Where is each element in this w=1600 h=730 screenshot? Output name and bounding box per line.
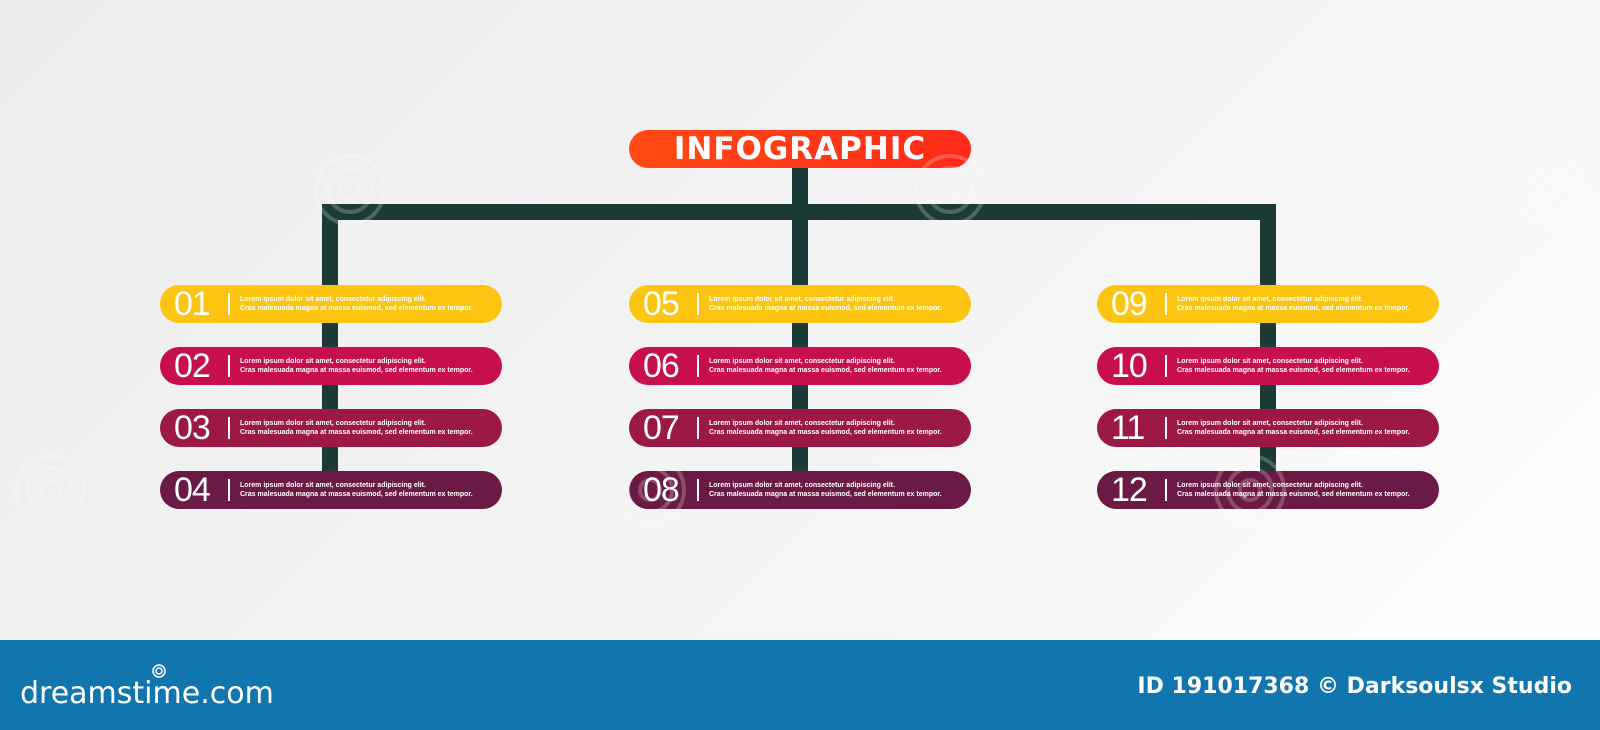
step-item-04: 04 Lorem ipsum dolor sit amet, consectet…	[160, 471, 502, 509]
watermark-swirl-icon	[1214, 454, 1286, 526]
step-divider	[228, 355, 230, 377]
step-text: Lorem ipsum dolor sit amet, consectetur …	[709, 296, 942, 312]
step-number: 09	[1111, 285, 1148, 323]
step-text: Lorem ipsum dolor sit amet, consectetur …	[1177, 482, 1410, 498]
step-text: Lorem ipsum dolor sit amet, consectetur …	[1177, 296, 1410, 312]
footer-credit: ID 191017368 © Darksoulsx Studio	[1137, 674, 1572, 699]
step-number: 05	[643, 285, 680, 323]
step-number: 08	[643, 471, 680, 509]
step-divider	[1165, 355, 1167, 377]
step-text: Lorem ipsum dolor sit amet, consectetur …	[709, 420, 942, 436]
step-item-08: 08 Lorem ipsum dolor sit amet, consectet…	[629, 471, 971, 509]
infographic-canvas: INFOGRAPHIC 01 Lorem ipsum dolor sit ame…	[14, 130, 1586, 526]
step-text: Lorem ipsum dolor sit amet, consectetur …	[1177, 358, 1410, 374]
step-number: 06	[643, 347, 680, 385]
footer-bar	[0, 640, 1600, 730]
step-item-11: 11 Lorem ipsum dolor sit amet, consectet…	[1097, 409, 1439, 447]
infographic-title: INFOGRAPHIC	[629, 130, 971, 168]
step-text: Lorem ipsum dolor sit amet, consectetur …	[709, 482, 942, 498]
step-item-05: 05 Lorem ipsum dolor sit amet, consectet…	[629, 285, 971, 323]
step-item-07: 07 Lorem ipsum dolor sit amet, consectet…	[629, 409, 971, 447]
step-number: 03	[174, 409, 211, 447]
connector-lines	[322, 166, 1276, 472]
step-text: Lorem ipsum dolor sit amet, consectetur …	[240, 420, 473, 436]
step-divider	[228, 293, 230, 315]
step-number: 11	[1111, 409, 1145, 447]
step-item-02: 02 Lorem ipsum dolor sit amet, consectet…	[160, 347, 502, 385]
step-number: 02	[174, 347, 211, 385]
step-text: Lorem ipsum dolor sit amet, consectetur …	[1177, 420, 1410, 436]
watermark-swirl-icon	[914, 154, 986, 226]
step-number: 10	[1111, 347, 1148, 385]
step-item-03: 03 Lorem ipsum dolor sit amet, consectet…	[160, 409, 502, 447]
step-item-12: 12 Lorem ipsum dolor sit amet, consectet…	[1097, 471, 1439, 509]
step-text: Lorem ipsum dolor sit amet, consectetur …	[240, 482, 473, 498]
step-divider	[1165, 417, 1167, 439]
step-text: Lorem ipsum dolor sit amet, consectetur …	[240, 358, 473, 374]
step-item-09: 09 Lorem ipsum dolor sit amet, consectet…	[1097, 285, 1439, 323]
watermark-swirl-icon	[1514, 154, 1586, 226]
watermark-swirl-icon	[614, 454, 686, 526]
step-number: 01	[174, 285, 211, 323]
watermark-swirl-icon	[14, 454, 86, 526]
step-divider	[697, 355, 699, 377]
watermark-swirl-icon	[314, 154, 386, 226]
step-divider	[697, 479, 699, 501]
step-divider	[1165, 479, 1167, 501]
footer-logo[interactable]: dreamstime.com	[20, 676, 274, 711]
step-item-06: 06 Lorem ipsum dolor sit amet, consectet…	[629, 347, 971, 385]
logo-swirl-icon	[152, 664, 166, 678]
step-divider	[228, 479, 230, 501]
step-number: 04	[174, 471, 211, 509]
step-number: 12	[1111, 471, 1148, 509]
step-divider	[228, 417, 230, 439]
step-item-01: 01 Lorem ipsum dolor sit amet, consectet…	[160, 285, 502, 323]
step-divider	[1165, 293, 1167, 315]
step-text: Lorem ipsum dolor sit amet, consectetur …	[240, 296, 473, 312]
step-text: Lorem ipsum dolor sit amet, consectetur …	[709, 358, 942, 374]
step-divider	[697, 293, 699, 315]
step-divider	[697, 417, 699, 439]
step-number: 07	[643, 409, 680, 447]
step-item-10: 10 Lorem ipsum dolor sit amet, consectet…	[1097, 347, 1439, 385]
